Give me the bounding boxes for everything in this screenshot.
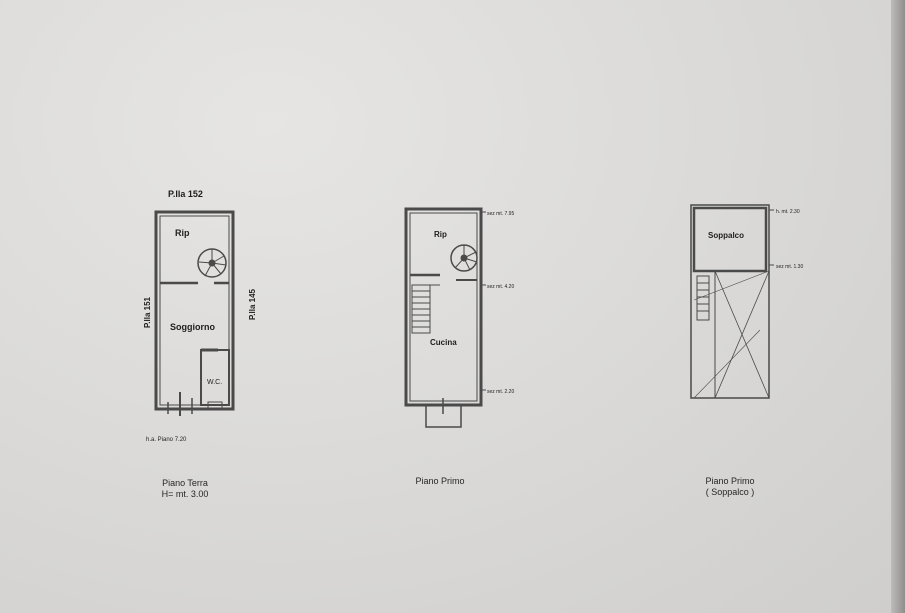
ground-room-wc: W.C. — [207, 379, 222, 386]
ground-spiral-stair — [197, 248, 227, 278]
loft-caption-subtitle: ( Soppalco ) — [705, 487, 755, 497]
plan-ground-floor — [154, 210, 235, 416]
ground-room-rip: Rip — [175, 228, 190, 238]
first-straight-stair — [411, 284, 440, 334]
paper-edge-shadow — [891, 0, 905, 613]
ground-bottom-note: h.a. Piano 7.20 — [146, 437, 187, 443]
loft-level-top: h. mt. 2.30 — [776, 209, 800, 215]
loft-caption-title: Piano Primo — [705, 476, 755, 486]
ground-parcel-right-label: P.lla 145 — [248, 288, 257, 320]
loft-level-mid: sez mt. 1.30 — [776, 264, 803, 270]
ground-room-soggiorno: Soggiorno — [170, 322, 215, 332]
first-room-cucina: Cucina — [430, 338, 457, 347]
loft-void-diag-2 — [714, 270, 770, 399]
first-caption-title: Piano Primo — [415, 476, 465, 486]
plan-loft — [690, 204, 774, 399]
first-caption: Piano Primo — [395, 476, 485, 487]
first-inner-wall — [409, 212, 478, 402]
loft-outer-frame — [690, 204, 770, 399]
first-spiral-stair — [450, 244, 478, 272]
first-room-rip: Rip — [434, 230, 447, 239]
loft-stair — [696, 275, 710, 321]
ground-caption-title: Piano Terra — [162, 478, 208, 488]
ground-outer-wall — [154, 210, 235, 411]
ground-parcel-left-label: P.lla 151 — [143, 296, 152, 328]
loft-caption: Piano Primo ( Soppalco ) — [685, 476, 775, 498]
ground-parcel-top-label: P.lla 152 — [168, 189, 203, 199]
ground-wc-wall — [200, 349, 230, 406]
first-level-top: sez mt. 7.95 — [487, 211, 514, 217]
ground-caption-height: H= mt. 3.00 — [161, 489, 209, 499]
loft-room-soppalco: Soppalco — [708, 231, 744, 240]
ground-window — [207, 401, 223, 409]
loft-room-wall — [692, 206, 768, 273]
ground-inner-wall — [159, 215, 230, 406]
loft-void-diag-4 — [693, 329, 761, 399]
first-level-bot: sez mt. 2.20 — [487, 389, 514, 395]
plan-first-floor — [404, 207, 486, 428]
first-level-mid: sez mt. 4.20 — [487, 284, 514, 290]
loft-void-diag-3 — [693, 270, 770, 301]
ground-caption: Piano Terra H= mt. 3.00 — [140, 478, 230, 500]
